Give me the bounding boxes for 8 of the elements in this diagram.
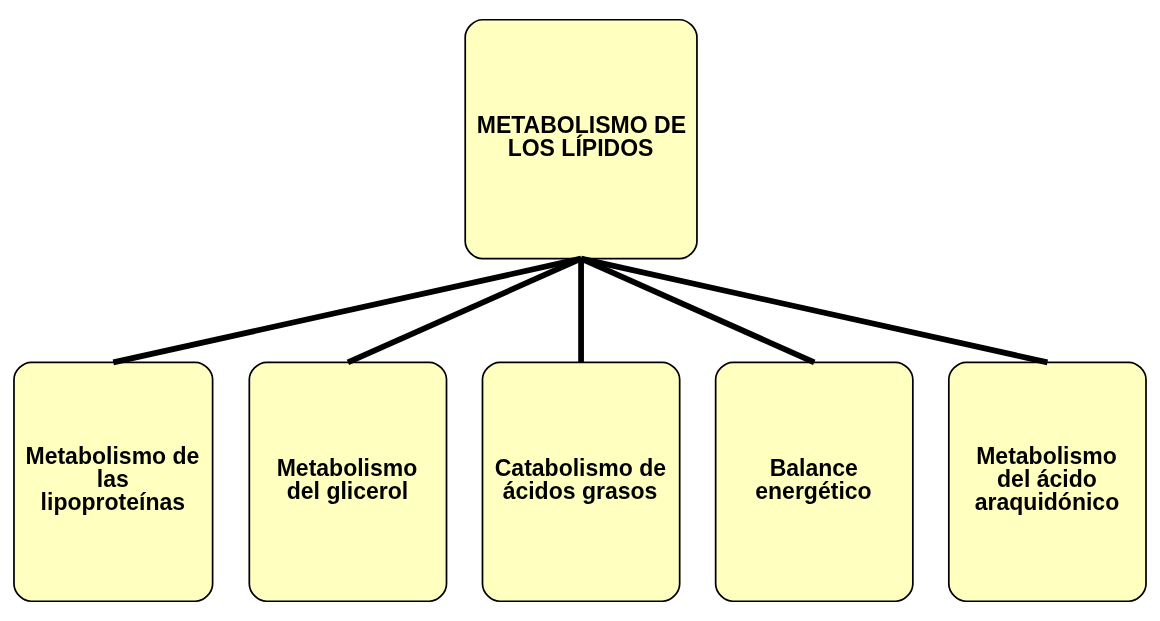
node-box: Metabolismo de las lipoproteínas [13,361,214,603]
node-box: Balance energético [714,361,914,603]
connector [346,256,583,365]
node-box: Catabolismo de ácidos grasos [481,361,681,603]
node-box: Metabolismo del ácido araquidónico [947,361,1147,603]
node-box: Metabolismo del glicerol [248,361,448,603]
node-box: METABOLISMO DE LOS LÍPIDOS [464,18,698,260]
connector [579,256,816,365]
